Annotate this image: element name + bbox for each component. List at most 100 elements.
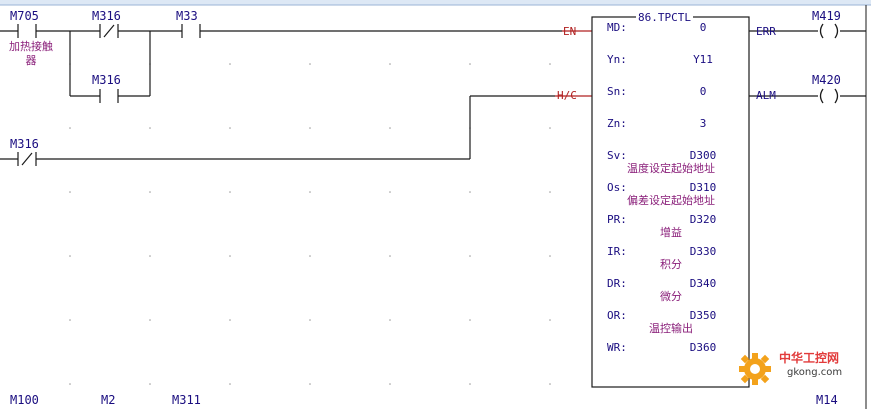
watermark-main: 中华工控网: [779, 351, 840, 365]
coil-m419[interactable]: [819, 23, 839, 39]
fb-field-name: WR:: [607, 341, 627, 354]
label-m316-rung2: M316: [10, 137, 39, 151]
grid-dot: [389, 255, 391, 257]
gear-icon: [739, 353, 771, 385]
grid-dot: [389, 127, 391, 129]
fb-field-value[interactable]: D360: [689, 341, 717, 354]
grid-dot: [229, 191, 231, 193]
grid-dot: [549, 63, 551, 65]
fb-field-value[interactable]: 0: [699, 85, 707, 98]
grid-dot: [389, 319, 391, 321]
contact-m316-nc[interactable]: [98, 22, 120, 40]
grid-dot: [309, 319, 311, 321]
grid-dot: [469, 255, 471, 257]
pin-hc: H/C: [557, 89, 577, 102]
grid-dot: [469, 63, 471, 65]
grid-dot: [389, 191, 391, 193]
label-m14: M14: [816, 393, 838, 407]
fb-field-name: Zn:: [607, 117, 627, 130]
fb-field-value[interactable]: D340: [689, 277, 717, 290]
grid-dot: [149, 319, 151, 321]
grid-dot: [309, 383, 311, 385]
grid-dot: [309, 191, 311, 193]
contact-m705[interactable]: [16, 22, 38, 40]
contact-m316-rung2[interactable]: [16, 150, 38, 168]
grid-dot: [309, 127, 311, 129]
watermark-sub: gkong.com: [787, 367, 843, 378]
grid-dots: [69, 63, 551, 385]
pin-err: ERR: [756, 25, 776, 38]
grid-dot: [549, 319, 551, 321]
function-block-tpctl[interactable]: [591, 16, 750, 388]
fb-field-value[interactable]: 0: [699, 21, 707, 34]
fb-field-name: IR:: [607, 245, 627, 258]
contact-m316-no[interactable]: [98, 87, 120, 105]
fb-field-name: Os:: [607, 181, 627, 194]
fb-field-comment: 增益: [660, 226, 682, 239]
label-m419: M419: [812, 9, 841, 23]
fb-field-name: Sv:: [607, 149, 627, 162]
top-border: [0, 0, 871, 5]
grid-dot: [149, 383, 151, 385]
rung-2: [0, 95, 592, 168]
grid-dot: [309, 63, 311, 65]
rung-1: [0, 22, 592, 105]
grid-dot: [549, 383, 551, 385]
fb-field-value[interactable]: 3: [699, 117, 707, 130]
fb-field-name: MD:: [607, 21, 627, 34]
grid-dot: [549, 127, 551, 129]
fb-field-value[interactable]: D350: [689, 309, 717, 322]
function-block-title: 86.TPCTL: [636, 11, 693, 24]
grid-dot: [469, 383, 471, 385]
label-m311: M311: [172, 393, 201, 407]
fb-field-value[interactable]: D330: [689, 245, 717, 258]
fb-field-name: PR:: [607, 213, 627, 226]
grid-dot: [549, 255, 551, 257]
fb-field-value[interactable]: D320: [689, 213, 717, 226]
comment-m705-line2: 器: [25, 54, 37, 67]
grid-dot: [229, 127, 231, 129]
grid-dot: [469, 319, 471, 321]
fb-field-comment: 微分: [660, 290, 682, 303]
grid-dot: [389, 383, 391, 385]
fb-field-value[interactable]: D300: [689, 149, 717, 162]
grid-dot: [149, 255, 151, 257]
fb-field-name: DR:: [607, 277, 627, 290]
label-m705: M705: [10, 9, 39, 23]
grid-dot: [69, 255, 71, 257]
contact-m33[interactable]: [180, 22, 202, 40]
pin-alm: ALM: [756, 89, 776, 102]
grid-dot: [309, 255, 311, 257]
watermark: 中华工控网 gkong.com: [735, 347, 865, 387]
fb-field-name: OR:: [607, 309, 627, 322]
pin-en: EN: [563, 25, 577, 38]
grid-dot: [469, 191, 471, 193]
fb-field-comment: 积分: [660, 258, 682, 271]
comment-m705-line1: 加热接触: [9, 40, 53, 53]
fb-field-name: Sn:: [607, 85, 627, 98]
grid-dot: [229, 63, 231, 65]
label-m33: M33: [176, 9, 198, 23]
fb-field-name: Yn:: [607, 53, 627, 66]
coil-m420[interactable]: [819, 88, 839, 104]
grid-dot: [149, 127, 151, 129]
grid-dot: [149, 191, 151, 193]
fb-field-value[interactable]: D310: [689, 181, 717, 194]
fb-field-comment: 偏差设定起始地址: [627, 194, 715, 207]
fb-field-value[interactable]: Y11: [693, 53, 713, 66]
label-m2: M2: [101, 393, 116, 407]
grid-dot: [69, 319, 71, 321]
grid-dot: [389, 63, 391, 65]
fb-field-comment: 温度设定起始地址: [627, 162, 715, 175]
label-m316-nc: M316: [92, 9, 121, 23]
label-m316-no: M316: [92, 73, 121, 87]
grid-dot: [229, 255, 231, 257]
label-m420: M420: [812, 73, 841, 87]
grid-dot: [549, 191, 551, 193]
label-m100: M100: [10, 393, 39, 407]
grid-dot: [69, 127, 71, 129]
grid-dot: [69, 191, 71, 193]
grid-dot: [229, 319, 231, 321]
fb-field-comment: 温控输出: [649, 322, 693, 335]
